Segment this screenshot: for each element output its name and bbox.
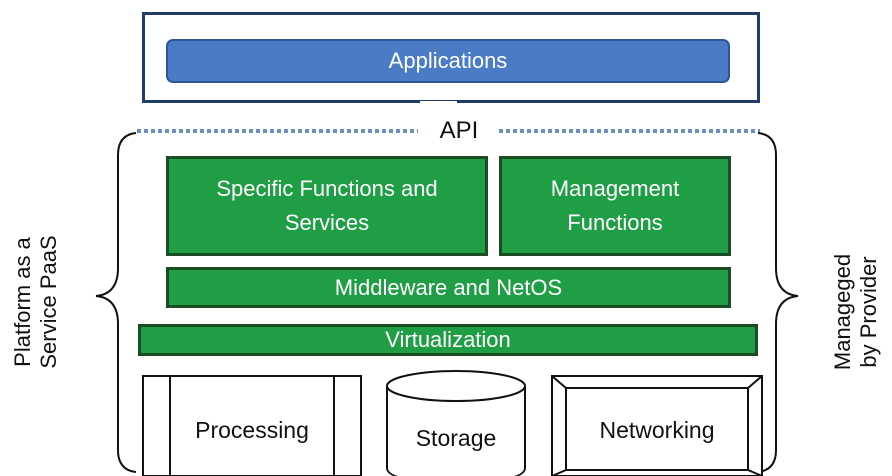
networking-box	[551, 375, 763, 476]
specific-functions-box: Specific Functions and Services	[166, 156, 488, 256]
processing-box	[142, 375, 362, 476]
storage-label: Storage	[415, 424, 497, 451]
specific-functions-line1: Specific Functions and	[216, 176, 438, 201]
left-side-line2: Service PaaS	[36, 235, 61, 369]
api-label: API	[439, 117, 479, 144]
management-functions-line2: Functions	[567, 210, 663, 235]
management-functions-line1: Management	[550, 176, 680, 201]
left-brace	[95, 132, 137, 473]
middleware-box: Middleware and NetOS	[166, 267, 731, 308]
right-side-line2: by Provider	[856, 256, 881, 368]
applications-label: Applications	[388, 48, 508, 73]
left-side-line1: Platform as a	[10, 237, 35, 367]
left-side-label: Platform as a Service PaaS	[10, 222, 62, 382]
api-connector	[420, 101, 457, 119]
processing-label: Processing	[195, 416, 309, 443]
virtualization-label: Virtualization	[385, 327, 511, 352]
networking-label: Networking	[599, 416, 715, 443]
virtualization-box: Virtualization	[138, 324, 758, 356]
applications-layer: Applications	[166, 39, 730, 83]
right-brace	[757, 132, 799, 473]
middleware-label: Middleware and NetOS	[334, 274, 563, 300]
right-side-label: Manageged by Provider	[830, 232, 882, 392]
management-functions-box: Management Functions	[499, 156, 731, 256]
right-side-line1: Manageged	[830, 253, 855, 371]
specific-functions-line2: Services	[284, 210, 370, 235]
storage-cylinder	[386, 370, 526, 476]
api-label-box: API	[420, 116, 498, 146]
